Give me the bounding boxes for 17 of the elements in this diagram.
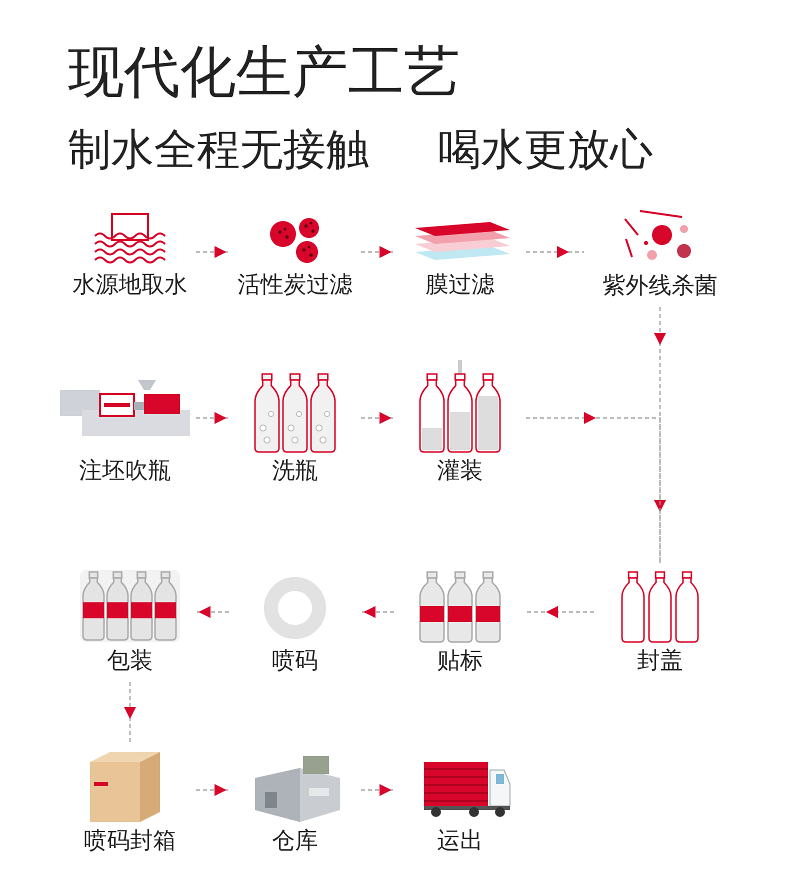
step-label: 注坯吹瓶	[78, 457, 172, 486]
step-label: 灌装	[436, 457, 484, 486]
step-label: 喷码	[271, 647, 319, 676]
step-label: 仓库	[271, 827, 319, 856]
step-label: 封盖	[636, 647, 684, 676]
subtitle: 喝水更放心	[438, 124, 653, 177]
step-label: 活性炭过滤	[236, 271, 354, 300]
step-label: 洗瓶	[271, 457, 319, 486]
step-label: 紫外线杀菌	[602, 272, 718, 301]
step-label: 喷码封箱	[83, 827, 177, 856]
title: 现代化生产工艺	[68, 39, 460, 107]
step-label: 膜过滤	[424, 271, 496, 300]
subtitle: 制水全程无接触	[68, 124, 369, 177]
step-label: 水源地取水	[72, 271, 188, 300]
step-label: 包装	[106, 647, 154, 676]
step-label: 运出	[436, 827, 484, 856]
step-label: 贴标	[436, 647, 484, 676]
